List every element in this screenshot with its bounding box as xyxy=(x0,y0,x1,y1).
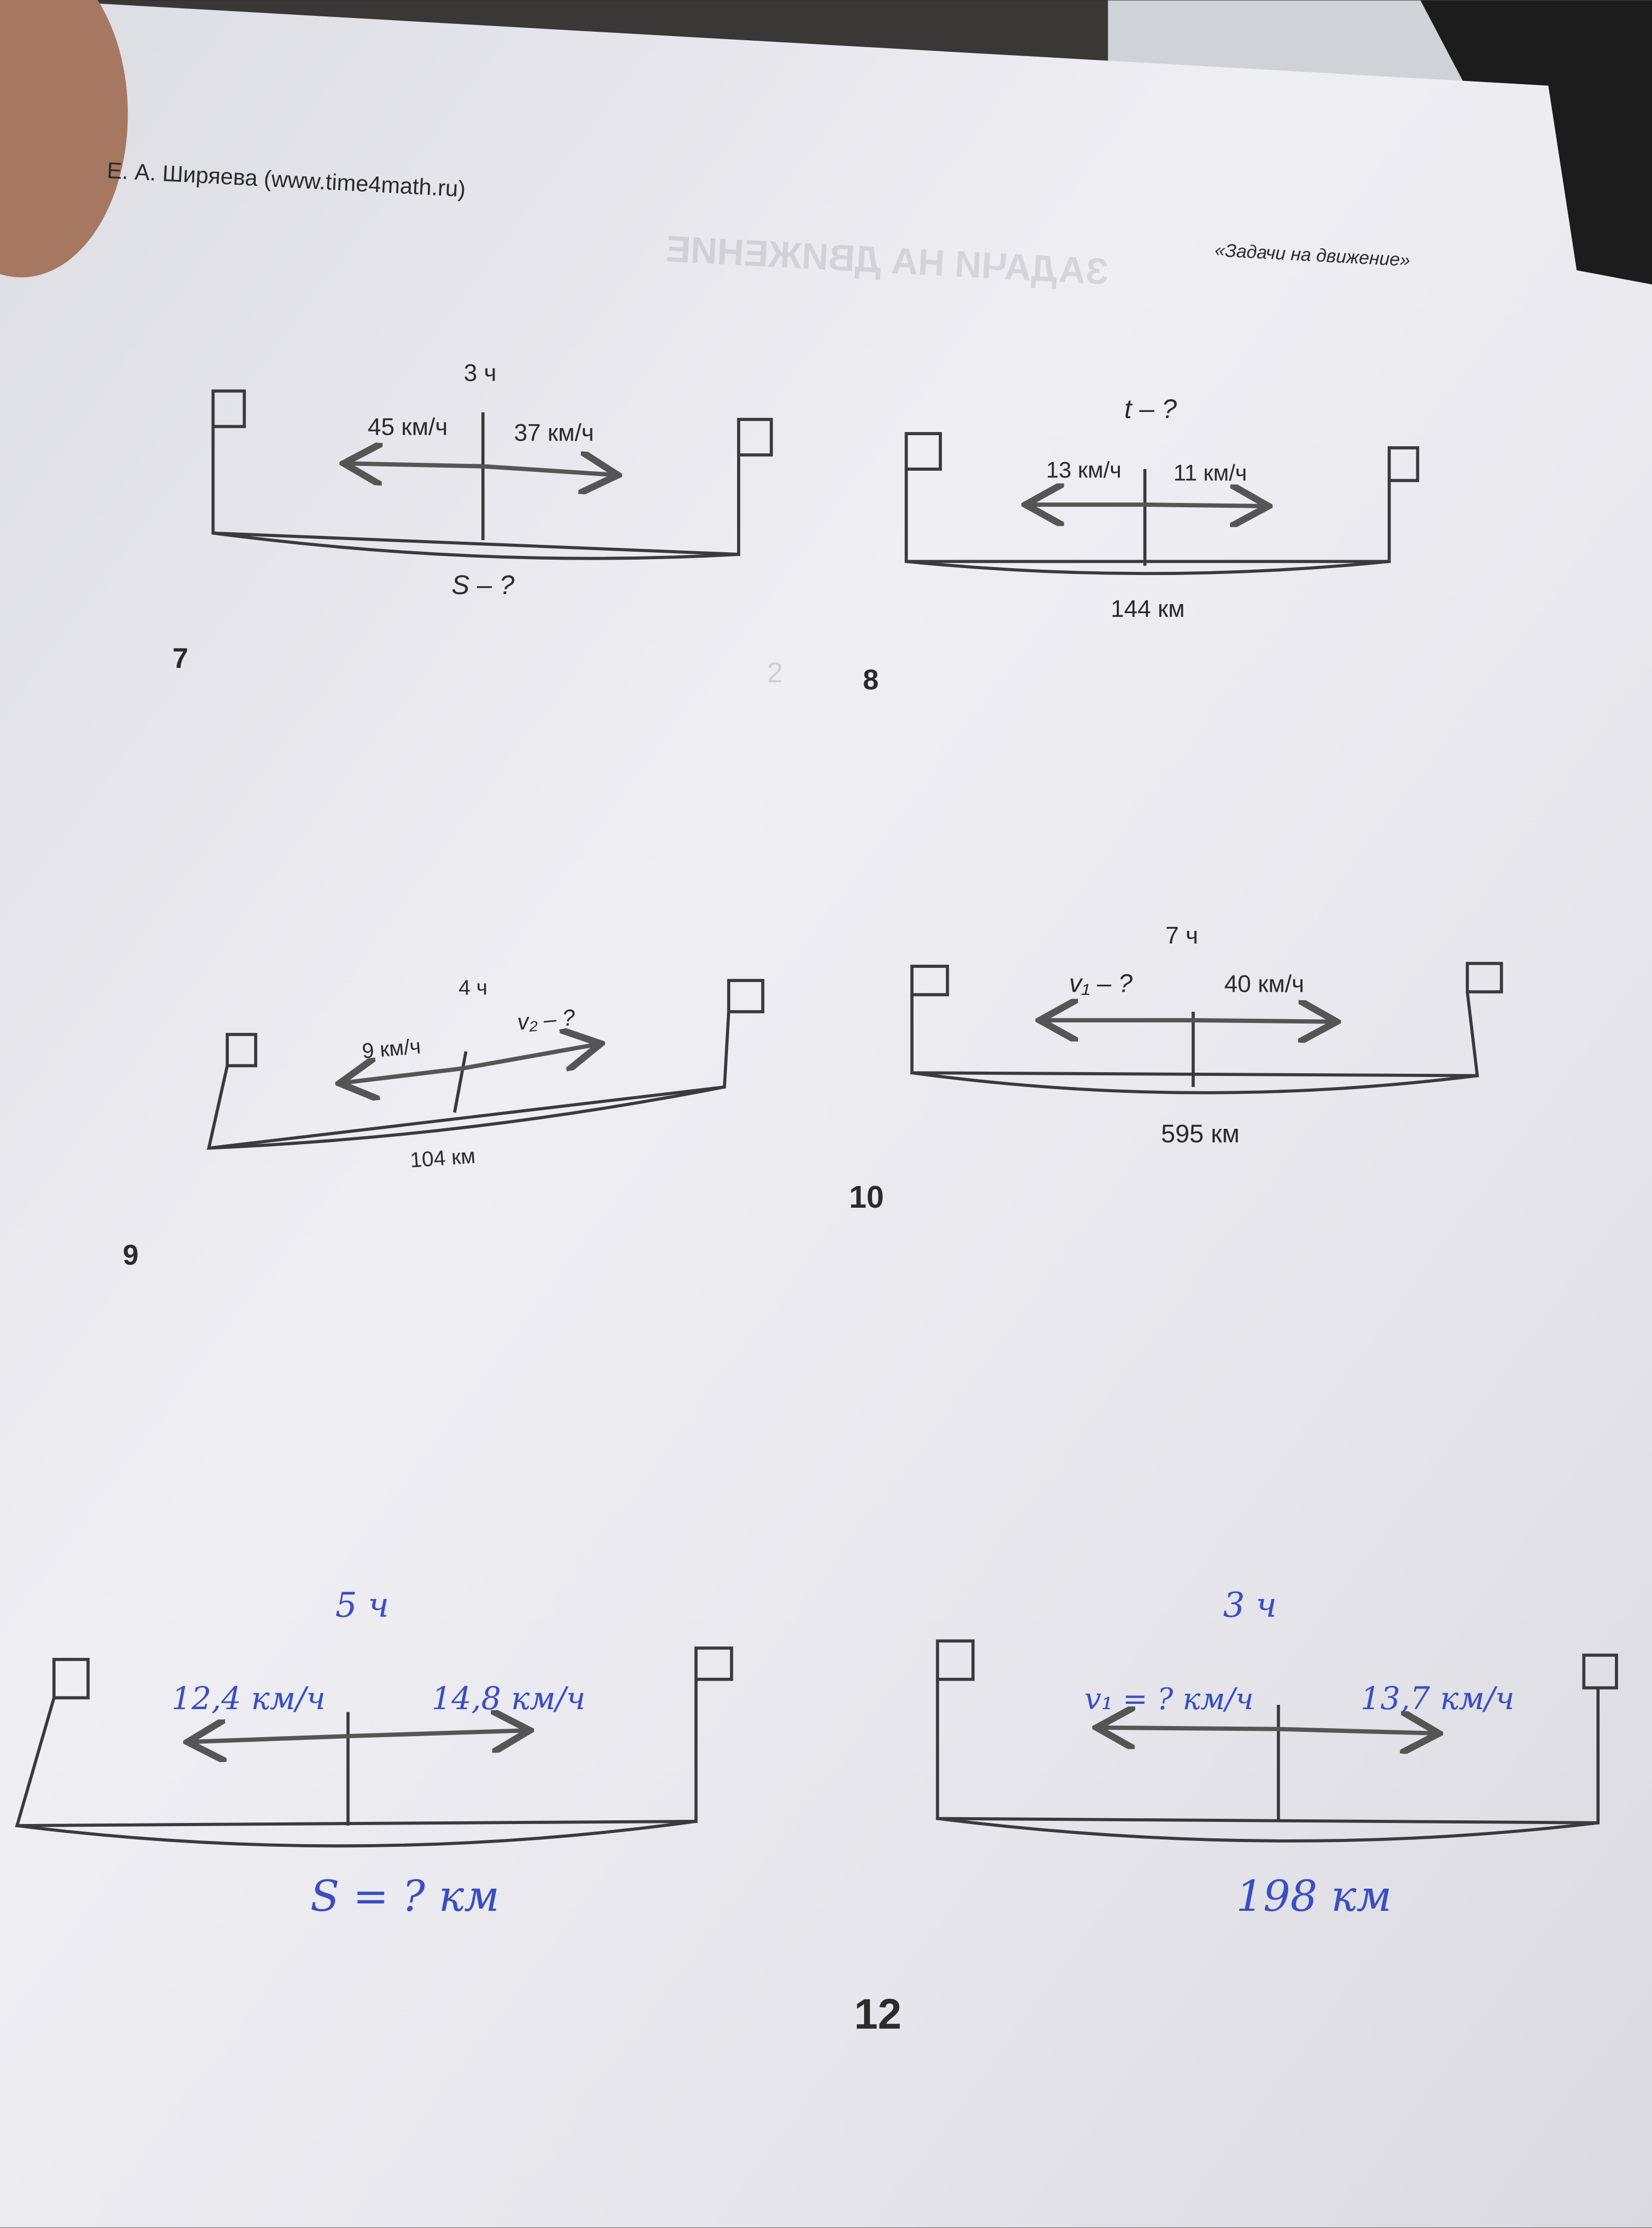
speed-2-label: 13,7 км/ч xyxy=(1360,1680,1514,1717)
right-flag xyxy=(694,1646,733,1681)
speed-1-label: 45 км/ч xyxy=(367,414,447,441)
time-label: 5 ч xyxy=(335,1586,389,1625)
arrow-right xyxy=(1278,1729,1434,1733)
speed-2-label: 40 км/ч xyxy=(1224,970,1304,997)
diagram-problem-9: 4 ч 9 км/ч v₂ – ? 104 км 9 xyxy=(123,976,765,1271)
time-label: 4 ч xyxy=(459,976,488,1000)
arrow-right xyxy=(1193,1020,1332,1022)
speed-1-label: 13 км/ч xyxy=(1046,457,1121,483)
arrow-right xyxy=(461,1045,597,1069)
arrow-left xyxy=(1101,1728,1279,1729)
right-flag xyxy=(1582,1654,1618,1690)
road-outline xyxy=(936,1679,1600,1825)
arrow-right xyxy=(348,1730,525,1736)
arrow-left xyxy=(192,1736,348,1742)
road-outline xyxy=(15,1679,698,1828)
distance-label: S = ? км xyxy=(310,1871,499,1921)
problem-number: 12 xyxy=(854,1991,902,2038)
speed-1-label: 9 км/ч xyxy=(361,1034,421,1063)
distance-label: 198 км xyxy=(1236,1871,1392,1921)
problem-number: 9 xyxy=(123,1239,139,1271)
arrow-left xyxy=(348,463,483,466)
faint-page-number: 2 xyxy=(767,657,783,688)
speed-1-label: 12,4 км/ч xyxy=(172,1680,326,1717)
problem-number: 10 xyxy=(849,1180,884,1215)
speed-1-label: v₁ = ? км/ч xyxy=(1084,1682,1254,1717)
speed-2-label: v₂ – ? xyxy=(516,1005,576,1035)
diagram-problem-7: 3 ч 45 км/ч 37 км/ч S – ? 7 xyxy=(173,360,773,675)
speed-2-label: 14,8 км/ч xyxy=(432,1680,586,1717)
speed-2-label: 37 км/ч xyxy=(514,419,594,446)
left-flag xyxy=(910,965,949,996)
arrow-right xyxy=(482,466,614,475)
time-label: 3 ч xyxy=(1223,1586,1277,1625)
finger xyxy=(0,0,128,277)
distance-arc xyxy=(213,531,739,560)
speed-1-label: v₁ – ? xyxy=(1069,969,1133,998)
distance-label: S – ? xyxy=(452,570,515,600)
diagram-problem-12-handwritten: 3 ч v₁ = ? км/ч 13,7 км/ч 198 км 12 xyxy=(854,1586,1618,2038)
problem-number: 7 xyxy=(173,643,188,675)
diagram-problem-11-handwritten: 5 ч 12,4 км/ч 14,8 км/ч S = ? км xyxy=(15,1586,733,1921)
time-label: 7 ч xyxy=(1165,922,1198,949)
left-flag xyxy=(936,1639,975,1681)
right-flag xyxy=(1466,962,1503,994)
speed-2-label: 11 км/ч xyxy=(1173,461,1247,486)
arrow-right xyxy=(1145,505,1264,506)
right-flag xyxy=(737,418,773,457)
distance-label: 595 км xyxy=(1161,1120,1240,1148)
left-flag xyxy=(226,1032,257,1067)
left-flag xyxy=(211,389,246,428)
distance-arc xyxy=(209,1085,725,1150)
diagram-problem-8: t – ? 13 км/ч 11 км/ч 144 км 8 xyxy=(863,393,1420,696)
distance-arc xyxy=(906,560,1389,576)
time-label: t – ? xyxy=(1124,393,1177,424)
problem-number: 8 xyxy=(863,664,879,696)
distance-arc xyxy=(911,1071,1478,1094)
diagram-problem-10: 7 ч v₁ – ? 40 км/ч 595 км 10 xyxy=(849,922,1503,1215)
distance-label: 104 км xyxy=(409,1144,476,1172)
road-outline xyxy=(206,1011,731,1150)
distance-arc xyxy=(16,1820,696,1848)
distance-arc xyxy=(937,1817,1599,1843)
road-outline xyxy=(211,426,740,556)
right-flag xyxy=(727,978,765,1013)
time-label: 3 ч xyxy=(464,360,497,387)
road-outline xyxy=(904,469,1391,563)
arrow-left xyxy=(344,1068,462,1083)
distance-label: 144 км xyxy=(1111,595,1185,622)
left-flag xyxy=(904,432,942,471)
left-flag xyxy=(52,1658,90,1700)
meeting-point xyxy=(453,1051,468,1113)
right-flag xyxy=(1387,446,1420,482)
